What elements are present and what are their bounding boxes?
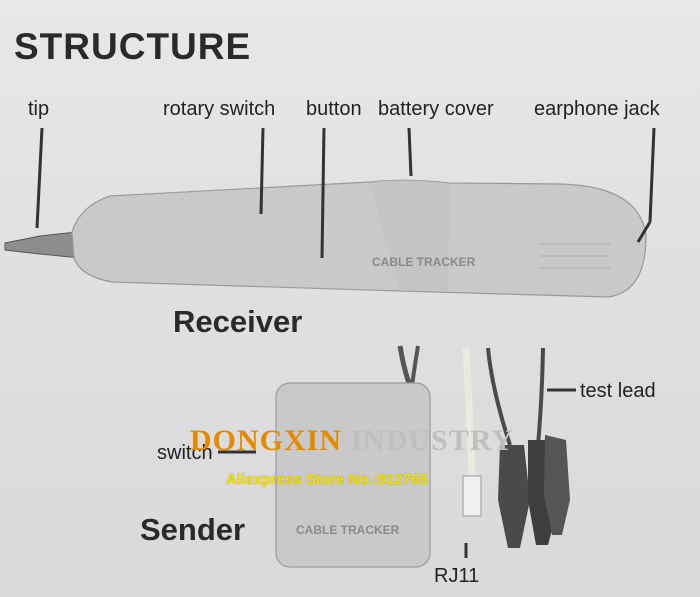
watermark-company-b: INDUSTRY [350,424,515,457]
sender-device: CABLE TRACKER [275,345,431,568]
label-earphone-jack: earphone jack [534,98,660,120]
label-button: button [306,98,362,120]
earphone-jack-pointer [648,127,656,223]
sender-brand-text: CABLE TRACKER [296,523,400,537]
battery-cover-pointer [407,127,413,177]
receiver-body [71,179,647,298]
label-tip: tip [28,98,50,120]
label-sender: Sender [140,512,246,547]
test-lead-clips [486,347,570,548]
watermark-company: DONGXIN INDUSTRY [190,424,514,458]
watermark-company-a: DONGXIN [190,424,343,457]
label-rj11: RJ11 [434,565,480,587]
page-title: STRUCTURE [14,26,252,67]
watermark-store: Aliexpress Store No.:812765 [226,471,428,488]
receiver-device: CABLE TRACKER [4,179,647,298]
receiver-brand-text: CABLE TRACKER [372,255,476,269]
label-switch: switch [157,442,213,464]
receiver-tip [4,231,81,259]
tip-pointer [35,127,44,229]
label-battery-cover: battery cover [378,98,494,120]
rotary-switch-pointer [259,127,265,215]
sender-body [275,382,431,568]
rj11-connector [462,347,482,517]
button-pointer [320,127,326,259]
label-rotary-switch: rotary switch [163,98,276,120]
label-receiver: Receiver [173,304,303,339]
label-test-lead: test lead [580,380,656,402]
